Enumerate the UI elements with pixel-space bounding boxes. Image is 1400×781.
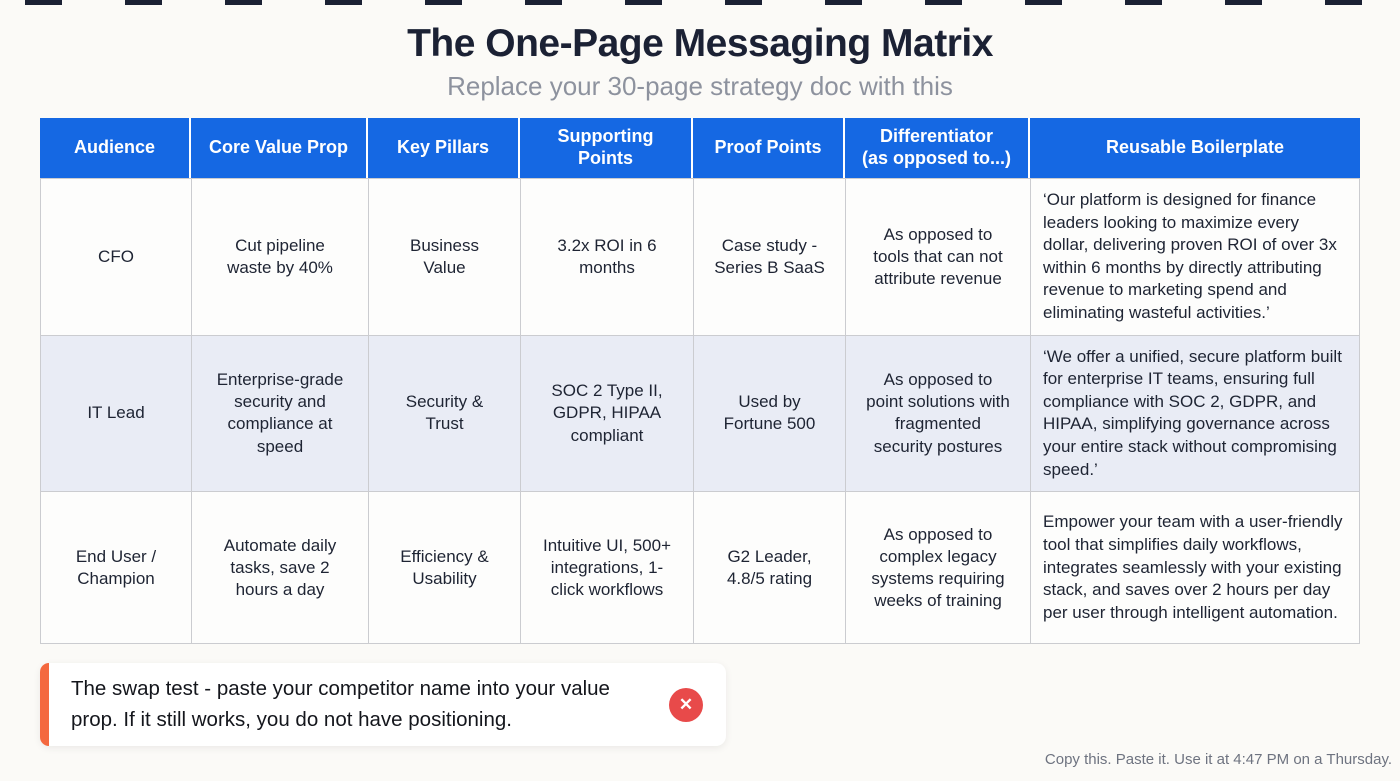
col-header-audience: Audience (40, 118, 191, 178)
cell-boilerplate: Empower your team with a user-friendly t… (1043, 512, 1343, 622)
cell-core-value-prop: Enterprise-grade security and compliance… (192, 335, 369, 492)
cell-supporting-points: SOC 2 Type II, GDPR, HIPAA compliant (521, 335, 694, 492)
cell-core-value-prop: Automate daily tasks, save 2 hours a day (192, 492, 369, 644)
col-header-supporting-points: Supporting Points (520, 118, 693, 178)
col-header-reusable-boilerplate: Reusable Boilerplate (1105, 137, 1285, 158)
cell-proof-points: Used by Fortune 500 (694, 335, 846, 492)
cell-key-pillars: Efficiency & Usability (369, 492, 521, 644)
callout-text: The swap test - paste your competitor na… (71, 676, 610, 732)
cell-boilerplate: ‘We offer a unified, secure platform bui… (1043, 346, 1342, 479)
callout-accent-bar (40, 663, 49, 746)
cell-boilerplate: ‘Our platform is designed for finance le… (1043, 190, 1337, 323)
cell-differentiator: As opposed to tools that can not attribu… (846, 179, 1031, 335)
col-header-proof-points: Proof Points (693, 118, 845, 178)
cell-core-value-prop: Cut pipeline waste by 40% (192, 179, 369, 335)
swap-test-callout: The swap test - paste your competitor na… (40, 663, 726, 746)
top-edge-dashes (0, 0, 1400, 5)
col-header-differentiator: Differentiator (as opposed to...) (845, 118, 1030, 178)
page-subtitle: Replace your 30-page strategy doc with t… (447, 71, 953, 101)
cell-audience: CFO (41, 179, 192, 335)
table-row-it-lead: IT Lead Enterprise-grade security and co… (41, 335, 1359, 493)
close-button[interactable]: ✕ (669, 687, 703, 722)
table-row-end-user: End User / Champion Automate daily tasks… (41, 492, 1359, 644)
page-title: The One-Page Messaging Matrix (407, 22, 993, 65)
footer-note: Copy this. Paste it. Use it at 4:47 PM o… (1044, 751, 1392, 768)
table-header-row: Audience Core Value Prop Key Pillars Sup… (40, 118, 1360, 178)
cell-key-pillars: Security & Trust (369, 335, 521, 492)
cell-audience: IT Lead (41, 335, 192, 492)
cell-differentiator: As opposed to point solutions with fragm… (846, 335, 1031, 492)
cell-supporting-points: 3.2x ROI in 6 months (521, 179, 694, 335)
table-body: CFO Cut pipeline waste by 40% Business V… (40, 178, 1360, 645)
messaging-matrix-table: Audience Core Value Prop Key Pillars Sup… (40, 118, 1360, 645)
cell-supporting-points: Intuitive UI, 500+ integrations, 1-click… (521, 492, 694, 644)
cell-proof-points: Case study - Series B SaaS (694, 179, 846, 335)
table-row-cfo: CFO Cut pipeline waste by 40% Business V… (41, 179, 1359, 336)
close-icon: ✕ (678, 695, 694, 714)
cell-key-pillars: Business Value (369, 179, 521, 335)
cell-differentiator: As opposed to complex legacy systems req… (846, 492, 1031, 644)
cell-audience: End User / Champion (41, 492, 192, 644)
col-header-key-pillars: Key Pillars (368, 118, 520, 178)
col-header-core-value-prop: Core Value Prop (191, 118, 368, 178)
cell-proof-points: G2 Leader, 4.8/5 rating (694, 492, 846, 644)
